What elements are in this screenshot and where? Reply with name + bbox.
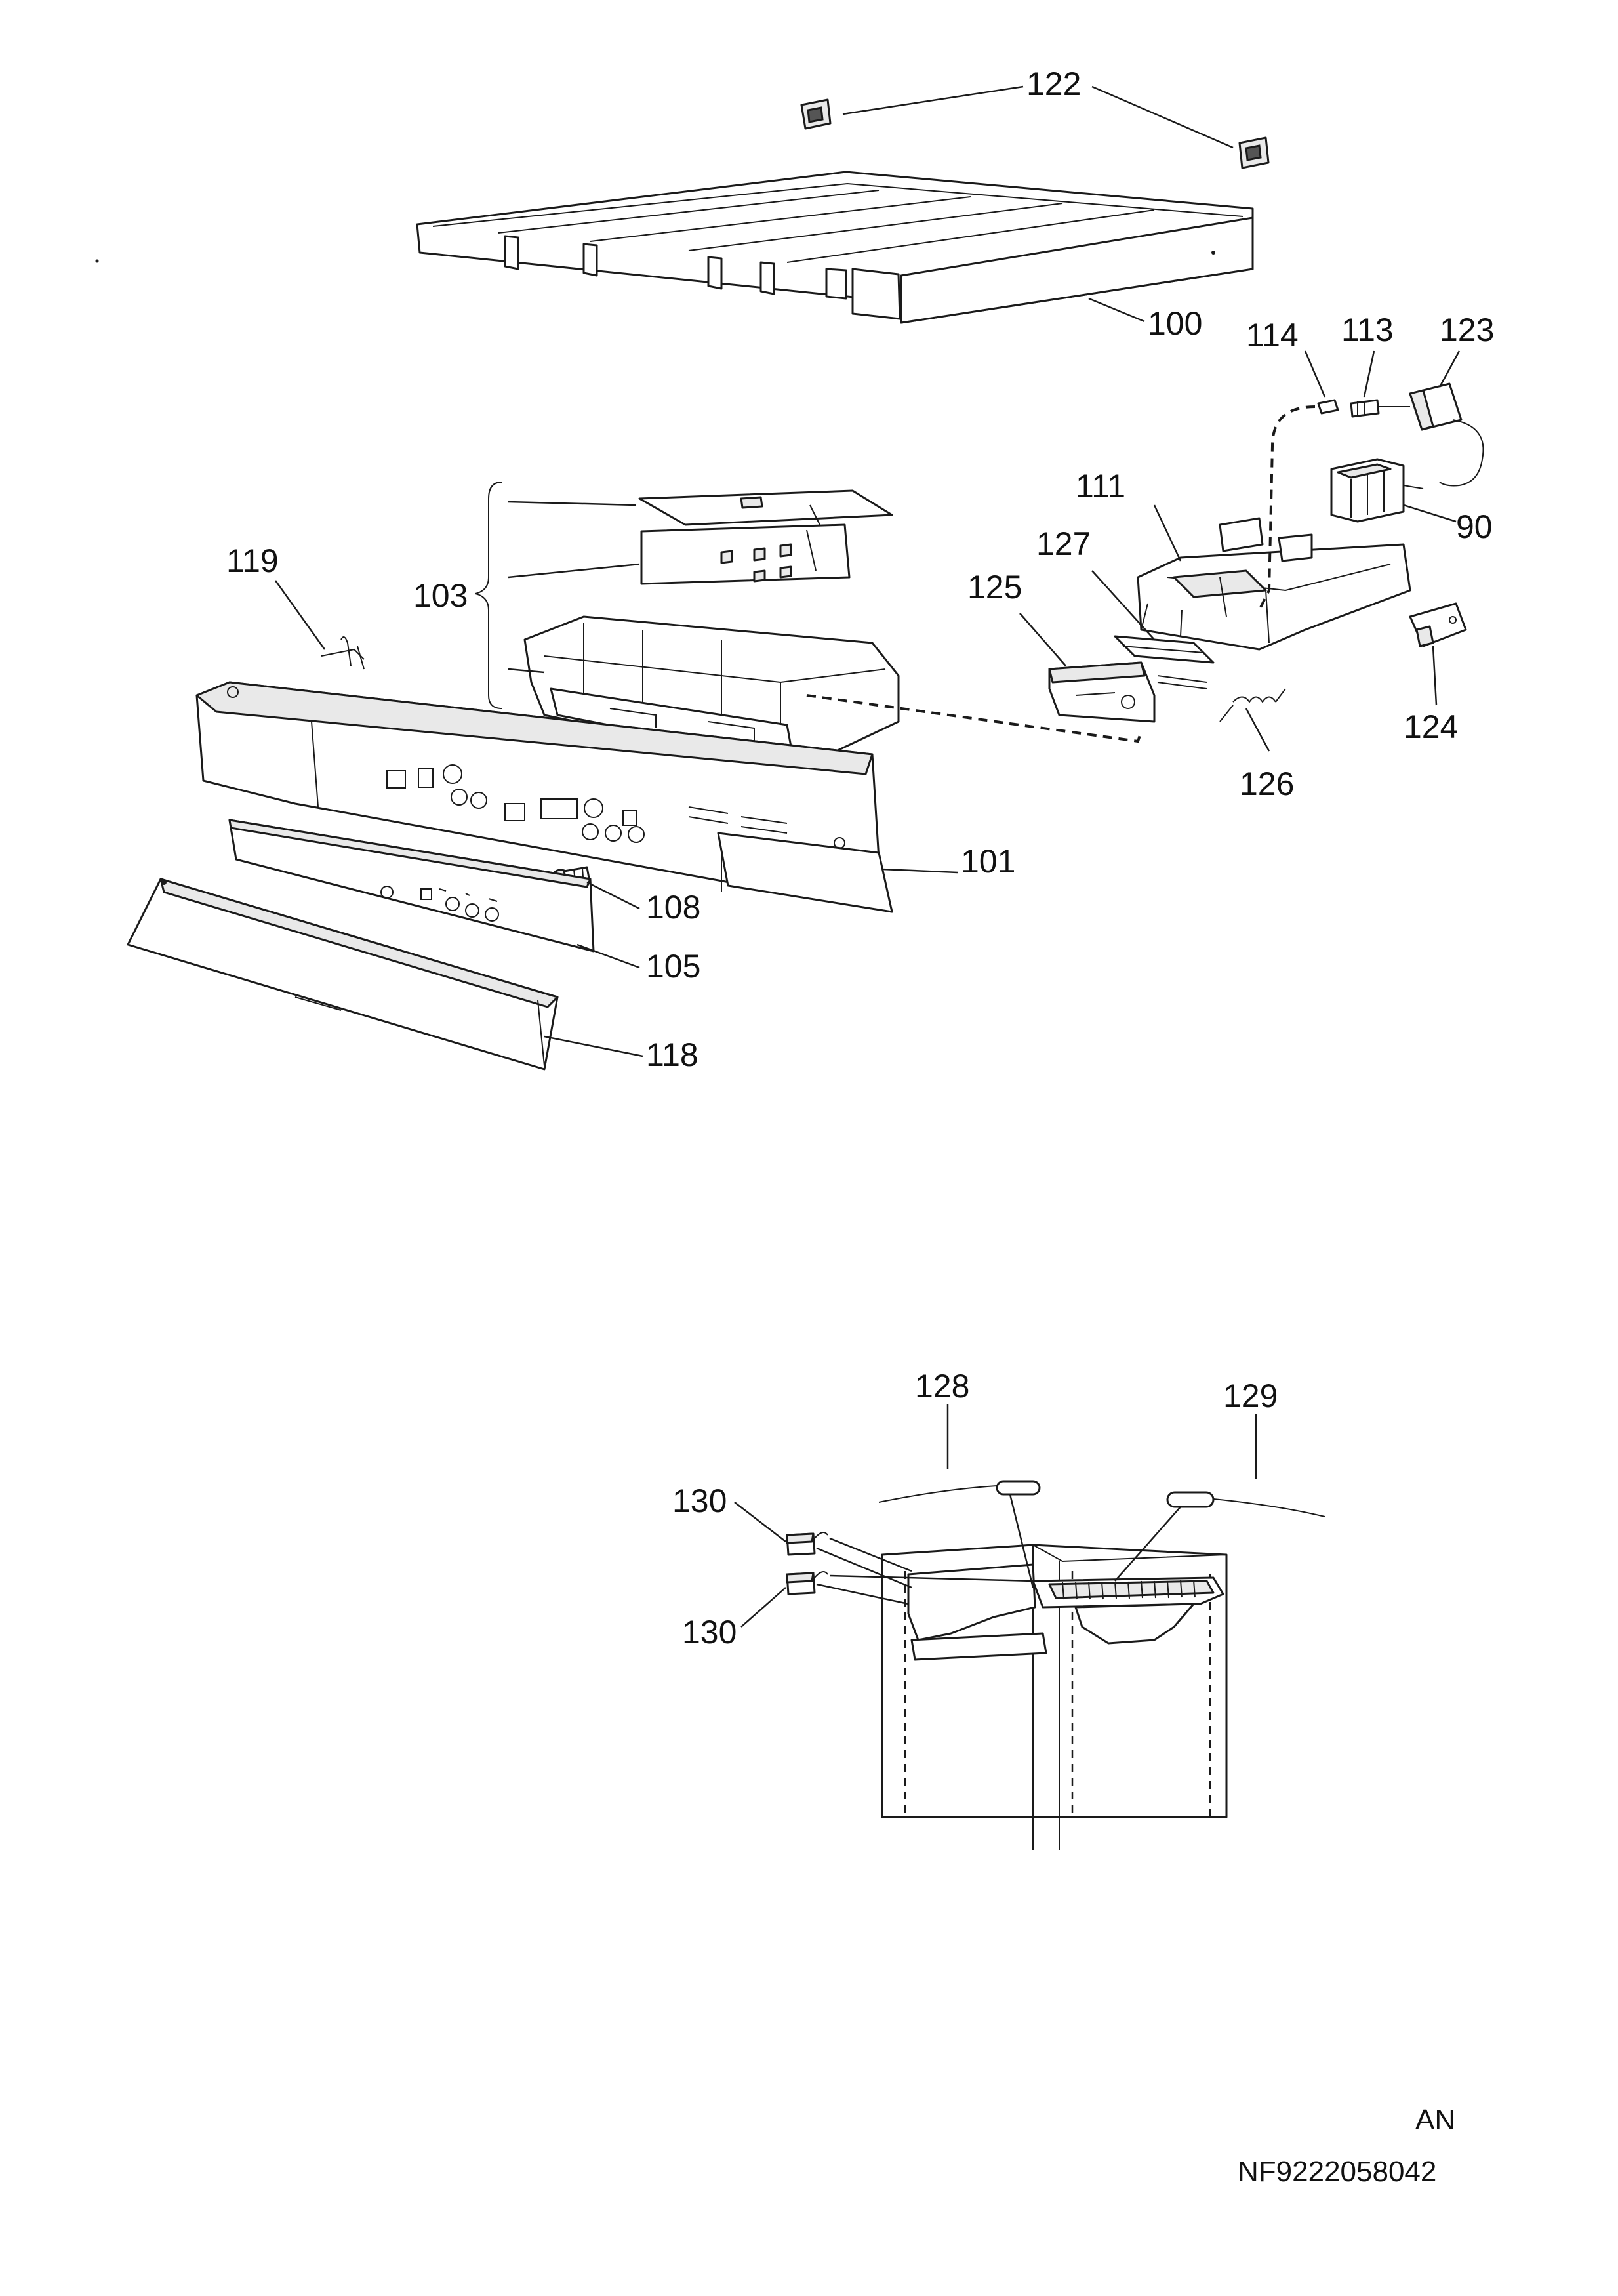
part-118-front-trim [127, 878, 559, 1071]
part-101-control-panel [195, 681, 893, 913]
callout-119: 119 [226, 543, 279, 579]
callout-123: 123 [1440, 312, 1494, 348]
callout-130-lower: 130 [682, 1614, 737, 1650]
callout-113: 113 [1341, 312, 1394, 348]
callout-122: 122 [1026, 66, 1081, 102]
callout-105: 105 [646, 948, 700, 985]
leader-114 [1304, 350, 1326, 398]
part-100-top-cover [416, 171, 1254, 324]
leader-127 [1091, 570, 1155, 640]
leader-130-lower [740, 1587, 786, 1628]
leader-124 [1432, 646, 1438, 706]
part-105-display-strip [228, 819, 595, 953]
language-code: AN [1415, 2104, 1455, 2136]
leader-119 [274, 580, 326, 650]
evaporator-grille [1032, 1576, 1224, 1645]
callout-118: 118 [646, 1036, 698, 1073]
leader-105 [576, 943, 640, 969]
housing-connection-dashed [806, 694, 1143, 743]
callout-128: 128 [915, 1368, 969, 1404]
part-111-housing [1137, 517, 1411, 651]
leader-130-wire-upper [816, 1537, 912, 1589]
leader-130-wire-lower [816, 1574, 1034, 1605]
callout-103: 103 [413, 577, 468, 614]
part-103-board-cover [638, 489, 893, 526]
lamp-wire-dashed [1258, 405, 1316, 611]
sensor-128-probe [878, 1480, 1041, 1503]
part-114-connector [1317, 399, 1339, 415]
callout-130-upper: 130 [672, 1483, 727, 1519]
callout-125: 125 [967, 569, 1022, 605]
part-119-spring [321, 636, 365, 670]
leader-101 [881, 868, 958, 874]
leader-122-left [842, 85, 1024, 115]
callout-111: 111 [1076, 468, 1125, 504]
leader-90 [1403, 504, 1457, 523]
leader-103-board [508, 563, 640, 579]
callout-124: 124 [1404, 708, 1458, 745]
leader-100 [1088, 297, 1145, 323]
part-113-bulb [1350, 399, 1380, 418]
callout-101: 101 [961, 843, 1015, 880]
part-123-lamp-socket [1377, 382, 1484, 487]
callout-129: 129 [1223, 1378, 1278, 1414]
leader-126 [1245, 708, 1270, 752]
leader-113 [1363, 350, 1375, 398]
callout-108: 108 [646, 889, 700, 926]
part-90-transformer [1330, 458, 1424, 523]
part-122-clip-right [1238, 136, 1270, 169]
part-103-circuit-board [640, 523, 851, 585]
callout-90: 90 [1456, 508, 1493, 545]
part-130-clip-upper [786, 1532, 828, 1556]
leader-130-upper [734, 1502, 786, 1542]
leader-111 [1153, 504, 1182, 562]
left-compartment-panel [907, 1563, 1047, 1661]
leader-123 [1438, 350, 1461, 388]
leader-103-cover [508, 501, 637, 506]
callout-127: 127 [1036, 525, 1091, 562]
sensor-129-probe [1166, 1491, 1325, 1517]
leader-108 [586, 881, 640, 910]
callout-100: 100 [1148, 305, 1202, 342]
drawing-number: NF9222058042 [1238, 2156, 1436, 2188]
part-124-clip [1409, 602, 1467, 647]
leader-128-to-probe [1009, 1494, 1034, 1588]
callout-126: 126 [1240, 766, 1294, 802]
leader-122-right [1091, 85, 1234, 149]
bracket-103 [475, 482, 502, 709]
part-130-clip-lower [786, 1571, 828, 1595]
leader-129-to-probe [1114, 1506, 1181, 1582]
leader-125 [1019, 613, 1066, 666]
callout-114: 114 [1246, 317, 1299, 354]
part-122-clip-left [800, 98, 832, 130]
leader-118 [544, 1035, 643, 1057]
part-126-spring [1219, 688, 1286, 722]
part-127-bracket [1114, 635, 1215, 664]
bulb-rod [1157, 675, 1207, 689]
leader-103-housing [508, 668, 545, 674]
part-125-light-cover [1048, 661, 1156, 723]
stray-dot [95, 259, 99, 263]
